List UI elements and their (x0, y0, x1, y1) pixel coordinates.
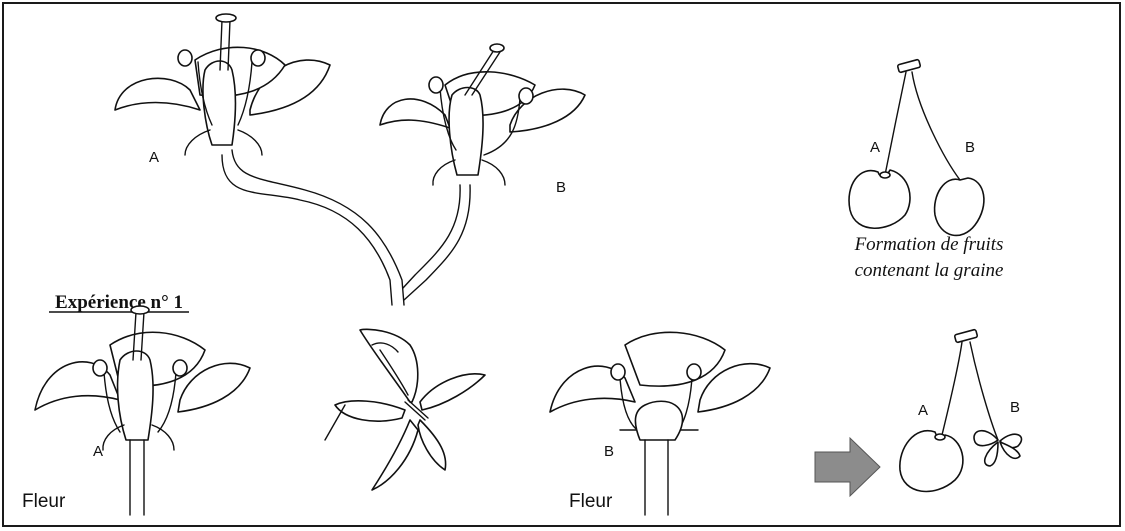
cherry-bottom-b-label: B (1010, 399, 1020, 416)
cherry-top-a-label: A (870, 139, 880, 156)
butterfly-icon (325, 329, 485, 490)
bottom-flower-b (550, 332, 770, 515)
fleur-left-label: Fleur (22, 491, 66, 512)
fruit-caption-line1: Formation de fruits (854, 234, 1004, 255)
fleur-middle-label: Fleur (569, 491, 613, 512)
experiment-title: Expérience n° 1 (55, 292, 183, 313)
bottom-flower-a-label: A (93, 443, 103, 460)
top-flower-a (115, 14, 330, 155)
cherry-top-b-label: B (965, 139, 975, 156)
top-branch-stem (222, 150, 470, 305)
top-flower-b (380, 44, 585, 185)
bottom-flower-b-label: B (604, 443, 614, 460)
top-flower-a-label: A (149, 149, 159, 166)
arrow-right-icon (815, 438, 880, 496)
top-flower-b-label: B (556, 179, 566, 196)
bottom-flower-a (35, 306, 250, 515)
fruit-caption-line2: contenant la graine (855, 260, 1004, 281)
cherry-bottom-a-label: A (918, 402, 928, 419)
